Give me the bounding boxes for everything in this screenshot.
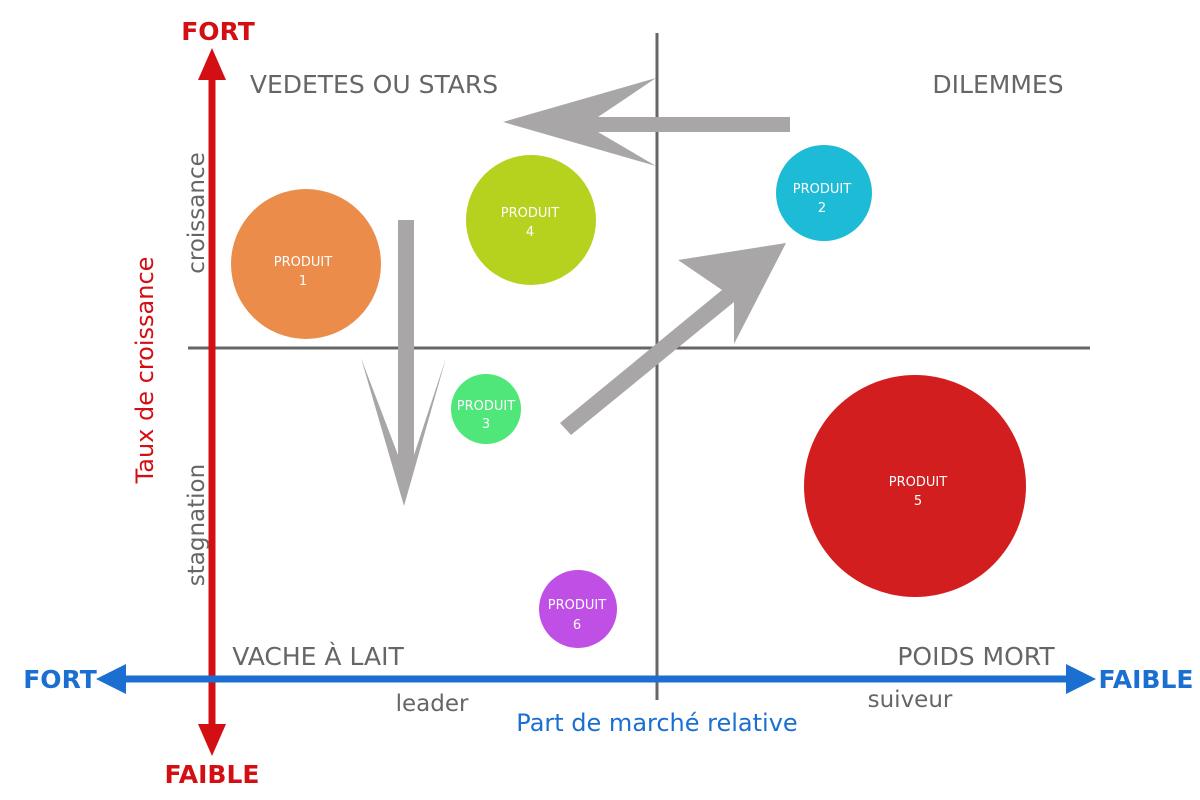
growth-upper-label: croissance [184,152,210,274]
product-4-bubble: PRODUIT 4 [466,155,596,285]
share-right-sub-label: suiveur [868,687,953,713]
growth-axis-top-label: FORT [181,17,255,46]
product-1-number: 1 [299,274,307,289]
product-5-name: PRODUIT [889,475,947,490]
product-6-circle [539,570,617,648]
product-3-name: PRODUIT [457,399,515,414]
arrow-dilemma-to-star [503,78,790,166]
arrow-star-to-cash-cow [361,220,446,506]
product-3-bubble: PRODUIT 3 [451,374,521,444]
share-axis-arrow-left [96,664,126,694]
product-4-circle [466,155,596,285]
share-left-sub-label: leader [396,691,469,717]
product-2-bubble: PRODUIT 2 [776,145,872,241]
product-2-name: PRODUIT [793,182,851,197]
product-1-name: PRODUIT [274,255,332,270]
growth-axis-arrow-up [198,48,226,80]
product-6-name: PRODUIT [548,598,606,613]
product-2-circle [776,145,872,241]
product-3-number: 3 [482,417,490,432]
growth-axis-bottom-label: FAIBLE [165,760,260,789]
arrow-cash-to-dilemma [560,243,786,435]
product-6-number: 6 [573,618,581,633]
growth-axis-title: Taux de croissance [131,257,159,485]
product-5-circle [804,375,1026,597]
share-axis-arrow-right [1066,664,1096,694]
product-4-number: 4 [526,225,534,240]
quadrant-label-cash-cows: VACHE À LAIT [232,642,404,671]
share-axis-left-label: FORT [23,665,97,694]
product-2-number: 2 [818,201,826,216]
product-5-number: 5 [914,494,922,509]
product-6-bubble: PRODUIT 6 [539,570,617,648]
growth-axis-arrow-down [198,724,226,756]
product-3-circle [451,374,521,444]
product-5-bubble: PRODUIT 5 [804,375,1026,597]
quadrant-label-dead-weight: POIDS MORT [897,642,1055,671]
product-1-bubble: PRODUIT 1 [231,189,381,339]
quadrant-label-dilemmas: DILEMMES [932,70,1063,99]
share-axis-title: Part de marché relative [516,709,797,737]
product-1-circle [231,189,381,339]
product-4-name: PRODUIT [501,206,559,221]
quadrant-label-stars: VEDETES OU STARS [250,70,498,99]
growth-lower-label: stagnation [184,464,210,586]
share-axis-right-label: FAIBLE [1099,665,1194,694]
